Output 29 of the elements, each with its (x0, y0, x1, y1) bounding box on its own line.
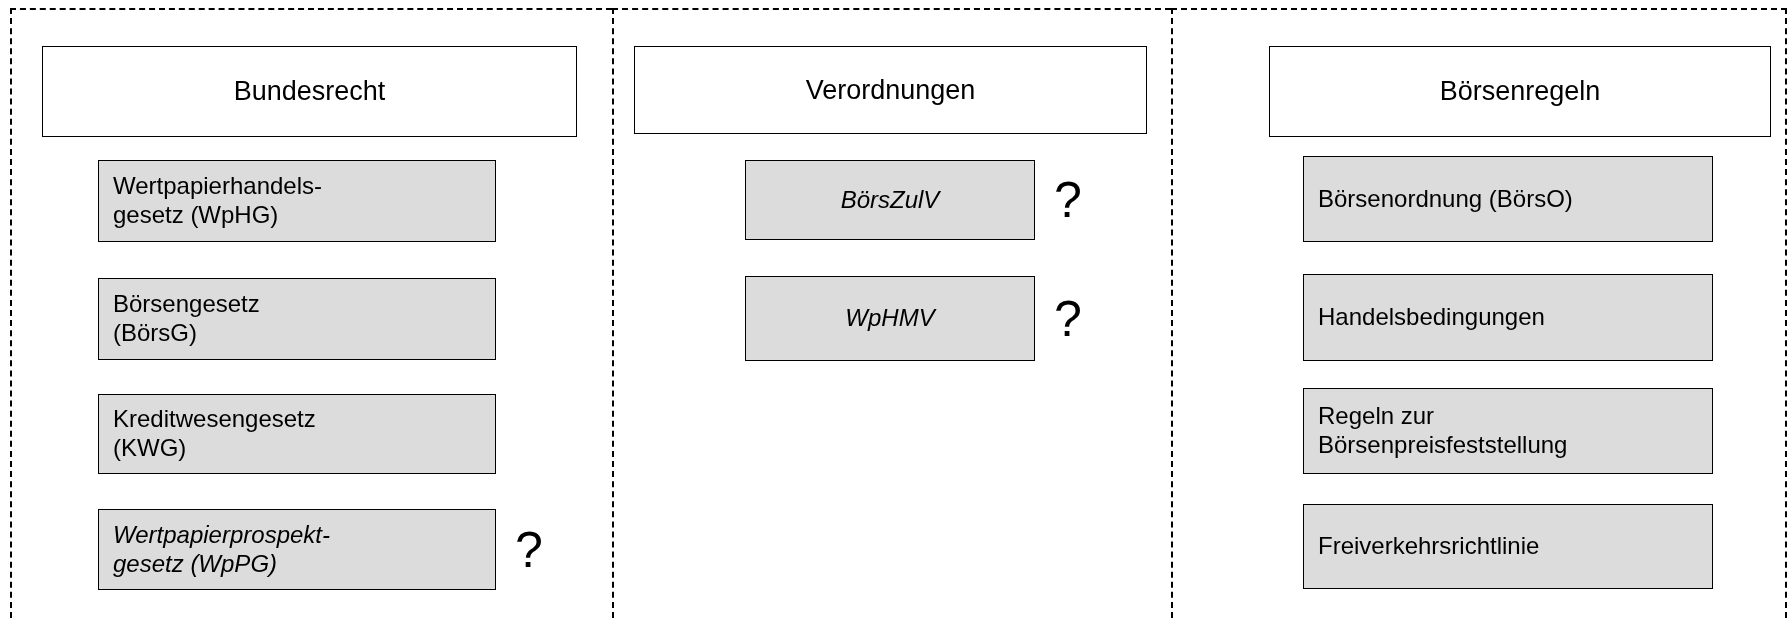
box-label: Wertpapierhandels- gesetz (WpHG) (113, 172, 323, 230)
box-label: WpHMV (845, 304, 935, 333)
box-label: Handelsbedingungen (1318, 303, 1545, 332)
box-label: Bundesrecht (233, 76, 386, 107)
column-panel (1171, 8, 1787, 618)
box-label: Freiverkehrsrichtlinie (1318, 532, 1540, 561)
box-label: Wertpapierprospekt- gesetz (WpPG) (113, 520, 331, 579)
box-label: Kreditwesengesetz (KWG) (113, 405, 317, 463)
box-label: Börsenregeln (1439, 76, 1601, 107)
column-panel (10, 8, 612, 618)
box-label: Regeln zur Börsenpreisfeststellung (1318, 402, 1569, 460)
law-box (1303, 156, 1713, 242)
law-box (1303, 388, 1713, 474)
question-mark: ? (515, 524, 543, 575)
box-label: Börsenordnung (BörsO) (1318, 184, 1573, 214)
header-box (1269, 46, 1771, 137)
law-box (98, 160, 496, 242)
box-label: Börsengesetz (BörsG) (113, 290, 261, 348)
question-mark: ? (1054, 175, 1082, 225)
law-box (98, 278, 496, 360)
question-mark: ? (1054, 293, 1082, 344)
law-box (1303, 504, 1713, 589)
header-box (634, 46, 1147, 134)
law-box (98, 394, 496, 474)
header-box (42, 46, 577, 137)
column-panel (612, 8, 1171, 618)
box-label: Verordnungen (805, 74, 976, 106)
box-label: BörsZulV (840, 185, 940, 215)
law-box (1303, 274, 1713, 361)
